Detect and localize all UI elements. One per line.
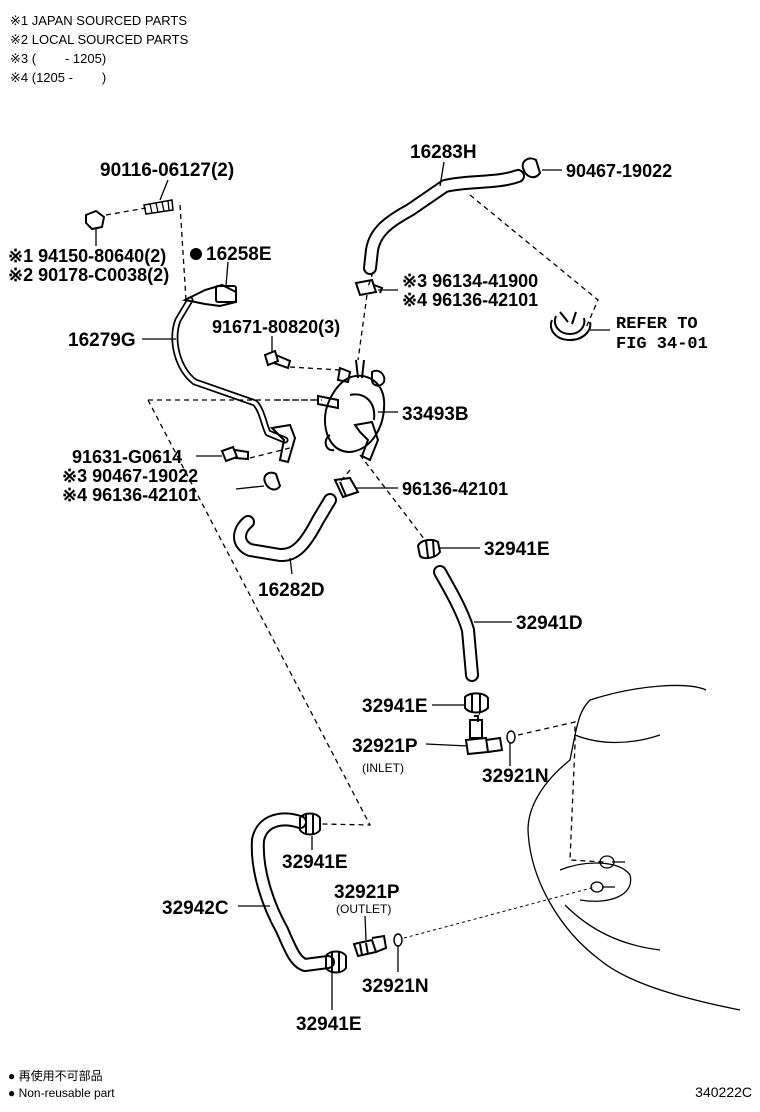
clamp-32941e-4: [325, 950, 347, 974]
label-32942c: 32942C: [162, 898, 229, 919]
label-32921n-2: 32921N: [362, 976, 429, 997]
union-32921p-outlet: [352, 934, 388, 958]
label-32921p-outlet: 32921P: [334, 882, 400, 903]
hose-16282d: [233, 493, 337, 562]
label-32941e-4: 32941E: [296, 1014, 362, 1035]
legend-non-reusable-en: ● Non-reusable part: [8, 1086, 115, 1100]
label-96136-42101-middle: 96136-42101: [402, 479, 508, 499]
label-32941e-1: 32941E: [484, 539, 550, 560]
clip-90467-upper: [521, 157, 542, 179]
label-32921p-inlet: 32921P: [352, 736, 418, 757]
vacuum-pump-33493b: [317, 359, 386, 462]
transmission-case-outline: [527, 684, 741, 1011]
hose-32941d: [433, 565, 479, 682]
clip-96136-middle: [333, 476, 360, 499]
clip-96134: [354, 278, 384, 297]
vacuum-pipe-16279g: [171, 283, 297, 464]
label-16279g: 16279G: [68, 330, 136, 351]
label-refer-to: REFER TO: [616, 315, 698, 334]
label-32921n-1: 32921N: [482, 766, 549, 787]
label-94150-80640: ※1 94150-80640(2): [8, 246, 166, 266]
label-91671-80820: 91671-80820(3): [212, 317, 340, 337]
non-reusable-marker: [190, 248, 202, 260]
label-16283h: 16283H: [410, 142, 477, 163]
label-90467-19022-upper: 90467-19022: [566, 161, 672, 181]
label-outlet: (OUTLET): [336, 902, 391, 916]
nut-94150: [85, 209, 106, 231]
hose-32942c: [250, 812, 335, 972]
label-inlet: (INLET): [362, 761, 404, 775]
label-90116-06127: 90116-06127(2): [100, 160, 234, 181]
label-96136-42101-upper: ※4 96136-42101: [402, 290, 538, 310]
label-16258e: 16258E: [206, 244, 272, 265]
union-32921p-inlet: [464, 715, 504, 756]
clip-90467-lower: [263, 471, 282, 491]
clamp-refer-fig-34-01: [550, 311, 592, 342]
label-33493b: 33493B: [402, 404, 469, 425]
figure-code: 340222C: [695, 1084, 752, 1100]
clamp-32941e-1: [416, 538, 442, 560]
label-96134-41900: ※3 96134-41900: [402, 271, 538, 291]
oring-32921n-2: [393, 933, 403, 947]
leader-lines: [95, 161, 610, 1010]
oring-32921n-1: [506, 730, 516, 744]
label-fig-34-01: FIG 34-01: [616, 335, 708, 354]
bolt-91631: [220, 445, 249, 463]
label-32941d: 32941D: [516, 613, 583, 634]
label-90467-19022-lower: ※3 90467-19022: [62, 466, 198, 486]
label-91631-g0614: 91631-G0614: [72, 447, 182, 467]
note-until-1205: ※3 ( - 1205): [10, 51, 107, 66]
bolt-91671: [263, 349, 292, 370]
label-32941e-2: 32941E: [362, 696, 428, 717]
bolt-90116: [143, 199, 174, 215]
label-32941e-3: 32941E: [282, 852, 348, 873]
clamp-32941e-2: [464, 692, 489, 714]
note-local-sourced: ※2 LOCAL SOURCED PARTS: [10, 32, 189, 47]
note-japan-sourced: ※1 JAPAN SOURCED PARTS: [10, 13, 188, 28]
label-16282d: 16282D: [258, 580, 325, 601]
label-90178-c0038: ※2 90178-C0038(2): [8, 265, 169, 285]
assembly-dashed-lines: [105, 194, 605, 939]
hose-16283h: [363, 169, 525, 275]
label-96136-42101-lower: ※4 96136-42101: [62, 485, 198, 505]
clamp-32941e-3: [299, 812, 321, 836]
legend-non-reusable-jp: ● 再使用不可部品: [8, 1069, 103, 1083]
note-from-1205: ※4 (1205 - ): [10, 70, 107, 85]
